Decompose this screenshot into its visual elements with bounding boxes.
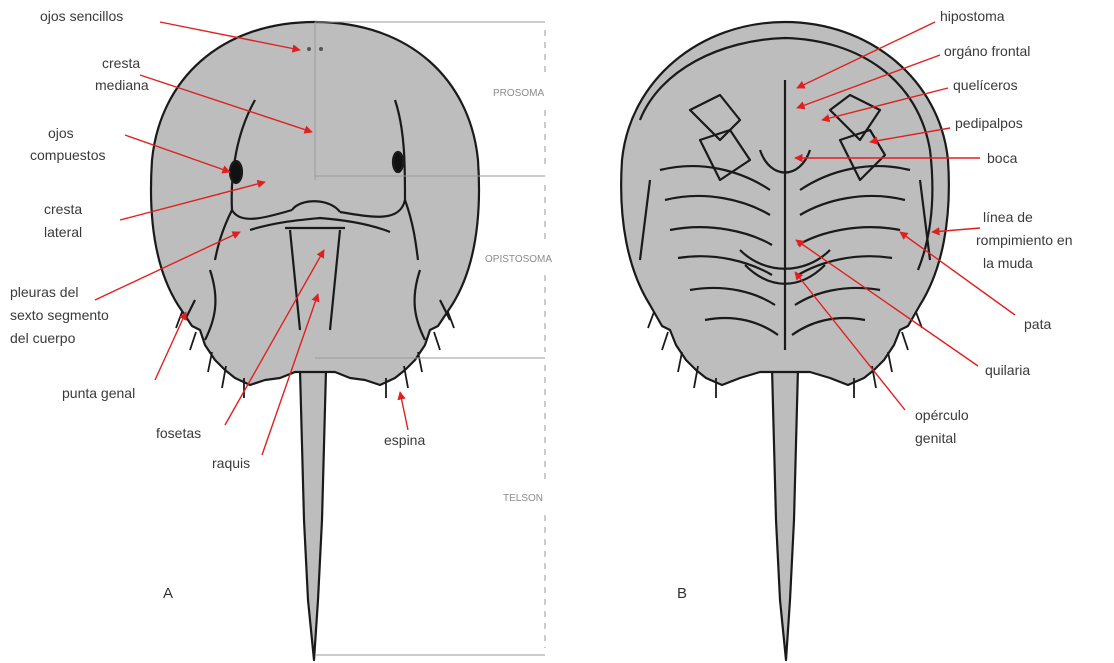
label-punta-genal: punta genal xyxy=(62,385,135,401)
panel-label-a: A xyxy=(163,585,173,602)
label-pleuras-2: sexto segmento xyxy=(10,307,109,323)
section-telson: TELSON xyxy=(503,493,543,504)
label-hipostoma: hipostoma xyxy=(940,8,1005,24)
label-organo-frontal: orgáno frontal xyxy=(944,43,1030,59)
label-queliceros: quelíceros xyxy=(953,77,1018,93)
label-operculo-2: genital xyxy=(915,430,956,446)
label-ojos-compuestos-1: ojos xyxy=(48,125,74,141)
label-espina: espina xyxy=(384,432,425,448)
section-opistosoma: OPISTOSOMA xyxy=(485,254,552,265)
label-raquis: raquis xyxy=(212,455,250,471)
label-linea-2: rompimiento en xyxy=(976,232,1073,248)
label-boca: boca xyxy=(987,150,1018,166)
label-linea-3: la muda xyxy=(983,255,1033,271)
label-ojos-compuestos-2: compuestos xyxy=(30,147,105,163)
label-cresta-mediana-2: mediana xyxy=(95,77,149,93)
label-pedipalpos: pedipalpos xyxy=(955,115,1023,131)
label-ojos-sencillos: ojos sencillos xyxy=(40,8,123,24)
label-fosetas: fosetas xyxy=(156,425,201,441)
panel-label-b: B xyxy=(677,585,687,602)
label-pleuras-1: pleuras del xyxy=(10,284,79,300)
ventral-view xyxy=(621,22,949,660)
label-cresta-lateral-2: lateral xyxy=(44,224,82,240)
telson-b xyxy=(772,368,798,660)
telson-a xyxy=(300,370,326,660)
label-operculo-1: opérculo xyxy=(915,407,969,423)
label-quilaria: quilaria xyxy=(985,362,1030,378)
label-cresta-lateral-1: cresta xyxy=(44,201,82,217)
label-pata: pata xyxy=(1024,316,1051,332)
label-cresta-mediana-1: cresta xyxy=(102,55,140,71)
label-pleuras-3: del cuerpo xyxy=(10,330,76,346)
label-linea-1: línea de xyxy=(983,209,1033,225)
section-prosoma: PROSOMA xyxy=(493,88,544,99)
